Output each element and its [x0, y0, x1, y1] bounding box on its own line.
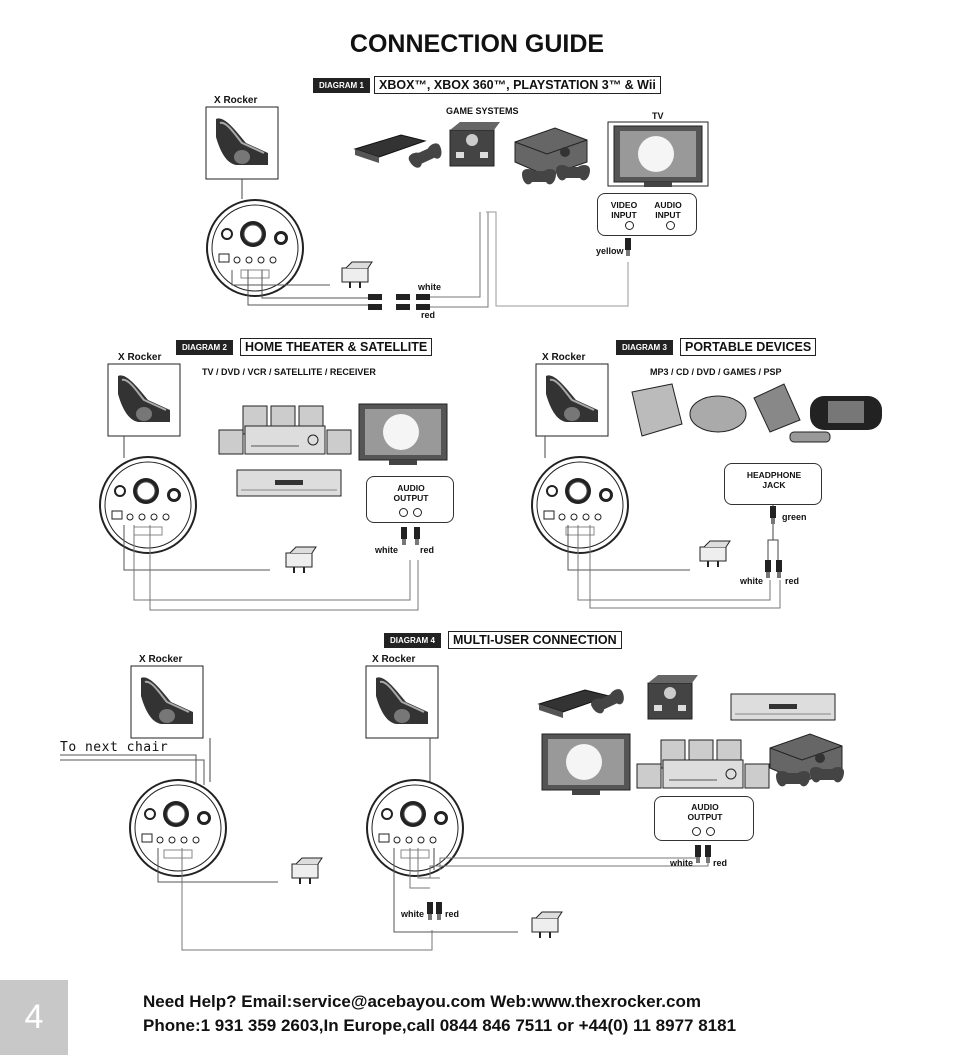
diagram4-chair-label-1: X Rocker: [139, 654, 183, 665]
diagram3-heading: PORTABLE DEVICES: [680, 338, 817, 356]
diagram2-tag: DIAGRAM 2: [176, 340, 233, 355]
diagram3-red-label: red: [785, 576, 800, 586]
diagram4-chair-label-2: X Rocker: [372, 654, 416, 665]
diagram4-heading: MULTI-USER CONNECTION: [448, 631, 622, 649]
white-cable-label: white: [418, 282, 442, 292]
diagram3-devices-label: MP3 / CD / DVD / GAMES / PSP: [650, 367, 782, 377]
diagram4-tag: DIAGRAM 4: [384, 633, 441, 648]
game-systems-label: GAME SYSTEMS: [446, 106, 519, 116]
to-next-chair-label: To next chair: [60, 740, 169, 755]
diagram2-audio-output-label: AUDIO OUTPUT: [393, 483, 429, 503]
diagram3-tag: DIAGRAM 3: [616, 340, 673, 355]
diagram3-green-label: green: [782, 512, 807, 522]
diagram4-red-bottom-label: red: [445, 909, 460, 919]
diagram1-heading: XBOX™, XBOX 360™, PLAYSTATION 3™ & Wii: [374, 76, 661, 94]
diagram2-heading: HOME THEATER & SATELLITE: [240, 338, 433, 356]
help-line-phone: Phone:1 931 359 2603,In Europe,call 0844…: [143, 1016, 737, 1035]
headphone-jack-label: HEADPHONE JACK: [746, 470, 802, 490]
diagram3-white-label: white: [740, 576, 764, 586]
output-jack-right-icon: [413, 508, 422, 517]
diagram4-audio-output-label: AUDIO OUTPUT: [687, 802, 723, 822]
d4-output-jack-right-icon: [706, 827, 715, 836]
yellow-cable-label: yellow: [596, 246, 624, 256]
tv-label: TV: [652, 111, 664, 121]
video-input-label: VIDEO INPUT: [610, 200, 638, 220]
diagram1-chair-label: X Rocker: [214, 95, 258, 106]
diagram2-devices-label: TV / DVD / VCR / SATELLITE / RECEIVER: [202, 367, 376, 377]
diagram1-tag: DIAGRAM 1: [313, 78, 370, 93]
diagram4-audio-output-panel: AUDIO OUTPUT: [654, 796, 754, 841]
page-number: 4: [0, 980, 68, 1055]
output-jack-left-icon: [399, 508, 408, 517]
help-line-email: Need Help? Email:service@acebayou.com We…: [143, 992, 701, 1011]
tv-input-panel: VIDEO INPUT AUDIO INPUT: [597, 193, 697, 236]
diagram4-white-top-label: white: [670, 858, 694, 868]
diagram2-white-label: white: [375, 545, 399, 555]
red-cable-label: red: [421, 310, 436, 320]
diagram4-red-top-label: red: [713, 858, 728, 868]
page-title: CONNECTION GUIDE: [349, 30, 605, 58]
diagram2-chair-label: X Rocker: [118, 352, 162, 363]
d4-output-jack-left-icon: [692, 827, 701, 836]
diagram2-red-label: red: [420, 545, 435, 555]
diagram2-audio-output-panel: AUDIO OUTPUT: [366, 476, 454, 523]
audio-input-label: AUDIO INPUT: [654, 200, 682, 220]
headphone-jack-panel: HEADPHONE JACK: [724, 463, 822, 505]
diagram4-white-bottom-label: white: [401, 909, 425, 919]
diagram3-chair-label: X Rocker: [542, 352, 586, 363]
audio-jack-icon: [666, 221, 675, 230]
video-jack-icon: [625, 221, 634, 230]
